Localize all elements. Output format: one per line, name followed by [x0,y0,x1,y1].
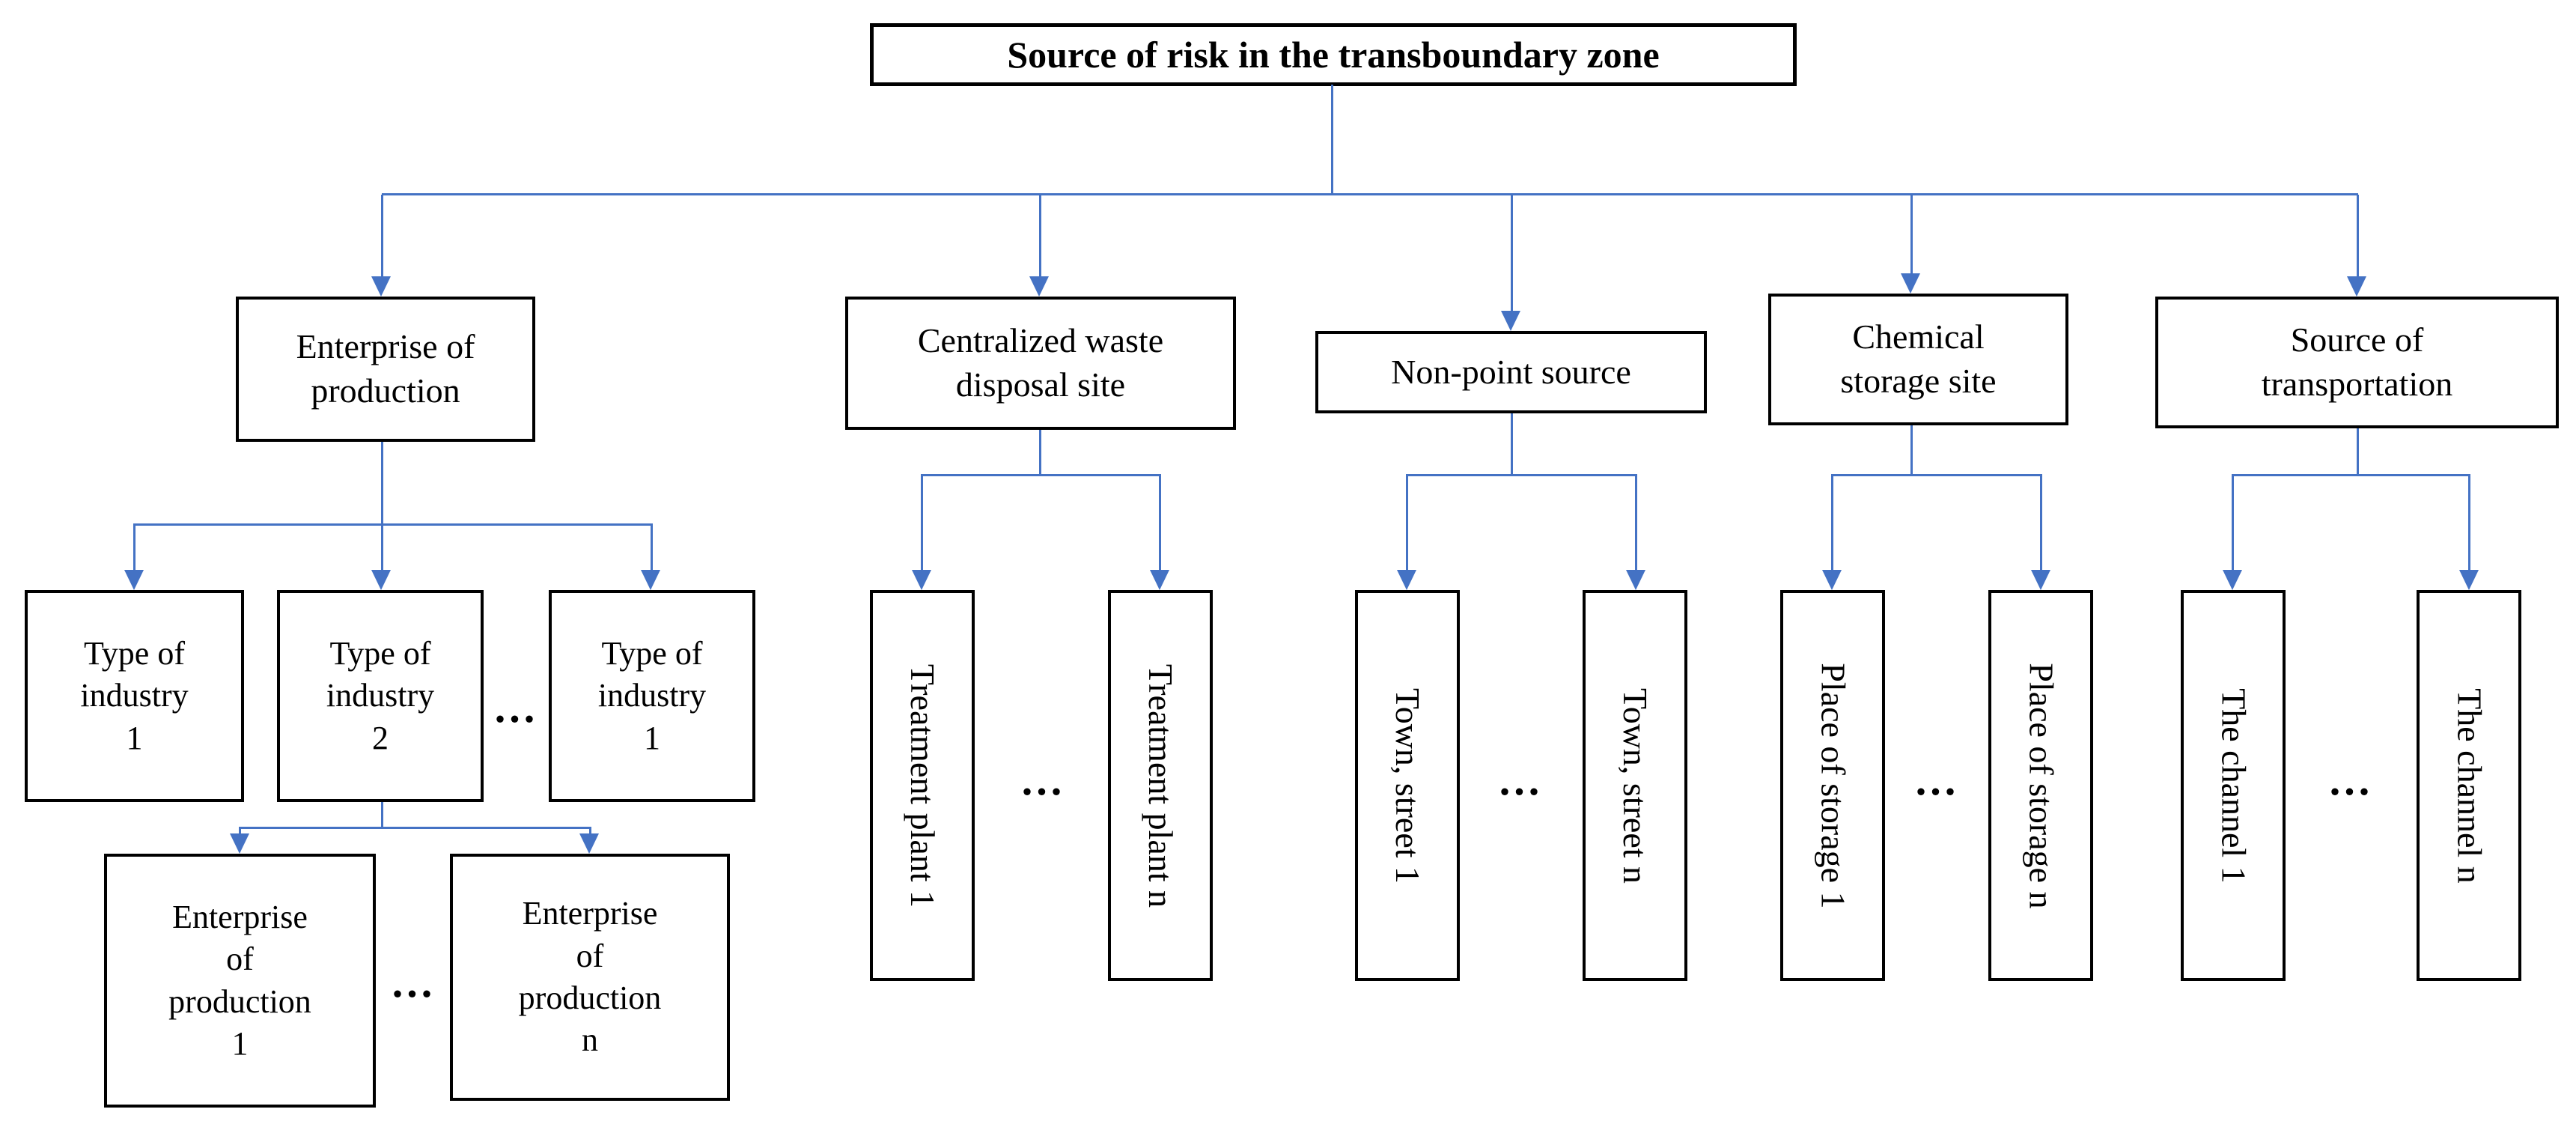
node-label: Town, street 1 [1389,687,1428,884]
arrow-down-icon [641,570,660,590]
node-label: Town, street n [1616,687,1655,884]
branch-centralized-waste-disposal-site-box: Centralized waste disposal site [845,297,1236,430]
node-label: Type of industry 1 [80,635,189,756]
connector-line [2357,428,2359,476]
connector-line [589,827,591,837]
connector-line [1635,474,1637,571]
connector-line [382,193,2358,195]
connector-line [134,523,653,526]
connector-line [381,195,383,279]
root-box: Source of risk in the transboundary zone [870,23,1797,86]
connector-line [1910,195,1913,276]
connector-line [1832,474,2042,476]
branch-label: Non-point source [1391,352,1631,391]
ellipsis-towns: ... [1499,756,1544,804]
branch-label: Chemical storage site [1840,318,1997,400]
connector-line [1159,474,1161,571]
connector-line [1511,195,1513,313]
connector-line [1331,85,1333,195]
connector-line [381,442,383,526]
connector-line [1910,425,1913,476]
arrow-down-icon [1626,570,1645,590]
node-label: Type of industry 2 [326,635,435,756]
arrow-down-icon [2223,570,2242,590]
enterprise-of-production-1-box: Enterprise of production 1 [104,854,376,1108]
arrow-down-icon [2347,276,2366,297]
connector-line [1039,195,1041,279]
branch-label: Enterprise of production [296,327,475,410]
arrow-down-icon [1397,570,1416,590]
node-label: Type of industry 1 [597,635,707,756]
arrow-down-icon [1501,311,1520,331]
connector-line [239,827,241,837]
ellipsis-treatment-plants: ... [1021,756,1066,804]
town-street-1-box: Town, street 1 [1355,590,1460,981]
connector-line [133,523,136,571]
root-label: Source of risk in the transboundary zone [1007,34,1660,76]
arrow-down-icon [579,833,599,854]
ellipsis-channels: ... [2329,756,2374,804]
branch-chemical-storage-site-box: Chemical storage site [1768,294,2068,425]
connector-line [240,827,591,829]
connector-line [922,474,1161,476]
arrow-down-icon [1150,570,1169,590]
town-street-n-box: Town, street n [1583,590,1687,981]
connector-line [2232,474,2470,476]
treatment-plant-n-box: Treatment plant n [1108,590,1213,981]
connector-line [1511,413,1513,476]
node-label: The channel n [2450,687,2489,884]
arrow-down-icon [1029,276,1049,297]
branch-non-point-source-box: Non-point source [1315,331,1707,413]
connector-line [1831,474,1833,571]
type-of-industry-n-box: Type of industry 1 [549,590,755,802]
connector-line [381,802,383,829]
arrow-down-icon [371,570,391,590]
ellipsis-enterprises: ... [392,958,436,1006]
connector-line [651,523,653,571]
type-of-industry-1-box: Type of industry 1 [25,590,244,802]
branch-source-of-transportation-box: Source of transportation [2155,297,2559,428]
arrow-down-icon [2031,570,2050,590]
enterprise-of-production-n-box: Enterprise of production n [450,854,730,1101]
node-label: Enterprise of production 1 [168,898,311,1062]
connector-line [1039,430,1041,476]
arrow-down-icon [2459,570,2479,590]
connector-line [921,474,923,571]
place-of-storage-1-box: Place of storage 1 [1780,590,1885,981]
arrow-down-icon [912,570,931,590]
branch-label: Centralized waste disposal site [917,321,1164,404]
arrow-down-icon [371,276,391,297]
connector-line [1406,474,1408,571]
the-channel-n-box: The channel n [2417,590,2521,981]
arrow-down-icon [1901,273,1920,294]
branch-enterprise-of-production-box: Enterprise of production [236,297,535,442]
the-channel-1-box: The channel 1 [2181,590,2286,981]
connector-line [1407,474,1637,476]
connector-line [2468,474,2470,571]
arrow-down-icon [124,570,144,590]
connector-line [2357,195,2359,279]
arrow-down-icon [1822,570,1842,590]
node-label: Place of storage n [2022,662,2061,909]
ellipsis-storage-places: ... [1915,756,1960,804]
ellipsis-industry-types: ... [494,683,539,732]
node-label: Treatment plant n [1142,663,1181,908]
branch-label: Source of transportation [2261,321,2453,403]
connector-line [381,523,383,571]
type-of-industry-2-box: Type of industry 2 [277,590,484,802]
node-label: Treatment plant 1 [904,663,943,908]
connector-line [2232,474,2234,571]
node-label: The channel 1 [2214,687,2253,884]
node-label: Enterprise of production n [518,895,662,1059]
arrow-down-icon [230,833,249,854]
treatment-plant-1-box: Treatment plant 1 [870,590,975,981]
place-of-storage-n-box: Place of storage n [1988,590,2093,981]
node-label: Place of storage 1 [1814,662,1853,909]
connector-line [2040,474,2042,571]
